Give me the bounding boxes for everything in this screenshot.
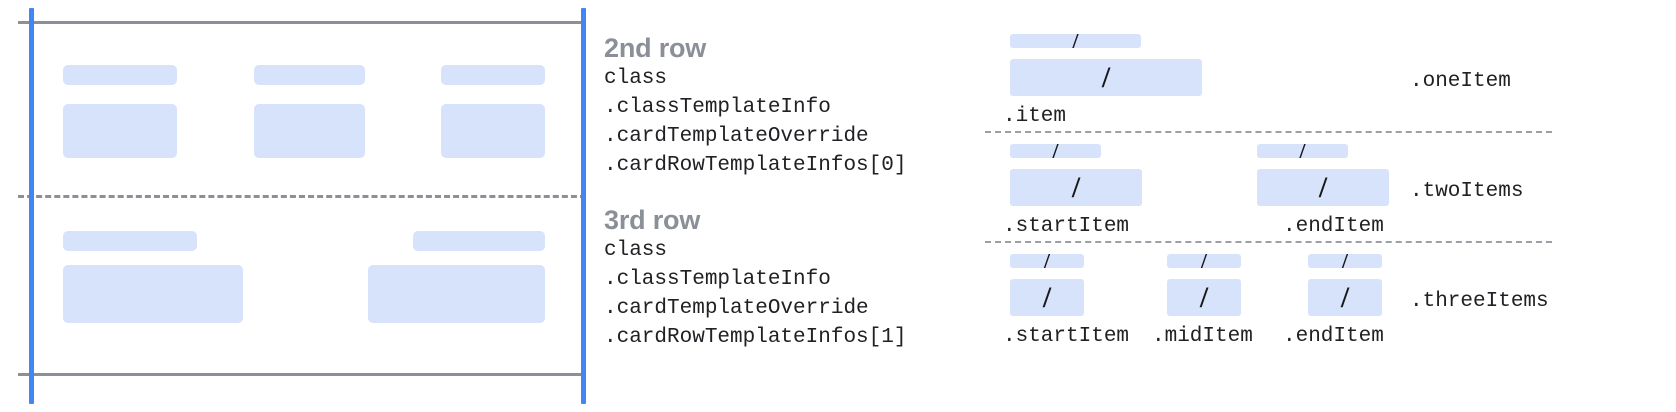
slash-glyph: / [1341,254,1349,268]
layout-name-label: .oneItem [1410,70,1511,93]
row1-item1-body-block [368,265,545,323]
end-item-body-chip: / [1257,169,1389,206]
item-name-label: .item [1003,105,1067,128]
slash-glyph: / [1318,170,1328,204]
slash-glyph: / [1199,280,1209,314]
item-name-label: .startItem [1003,215,1130,238]
right-vertical-guide [581,8,586,404]
annotation-code-line: .cardTemplateOverride [604,125,869,148]
annotation-code-line: class [604,67,668,90]
start-item-body-chip: / [1010,279,1084,316]
annotation-group-3rd-row: 3rd row class .classTemplateInfo .cardTe… [604,204,906,352]
row0-item2-label-bar [441,65,545,85]
row0-item1-body-block [254,104,365,158]
slash-glyph: / [1101,60,1111,94]
left-vertical-guide [29,8,34,404]
slash-glyph: / [1072,34,1079,48]
mid-item-label-chip: / [1167,254,1241,268]
item-name-label: .endItem [1283,325,1384,348]
item-name-label: .endItem [1283,215,1384,238]
slash-glyph: / [1052,144,1059,158]
row-divider-dashed-line [18,195,586,198]
end-item-label-chip: / [1308,254,1382,268]
annotation-code-line: .cardTemplateOverride [604,297,869,320]
layout-divider-dashed-line [985,131,1552,133]
card-template-preview [0,0,600,412]
mid-item-body-chip: / [1167,279,1241,316]
layout-name-label: .threeItems [1410,290,1549,313]
start-item-label-chip: / [1010,254,1084,268]
layout-name-label: .twoItems [1410,180,1524,203]
annotation-code-line: .classTemplateInfo [604,96,831,119]
slash-glyph: / [1071,170,1081,204]
card-top-boundary-line [18,21,586,24]
annotation-code-line: .cardRowTemplateInfos[0] [604,154,907,177]
one-item-label-chip: / [1010,34,1141,48]
annotation-code-line: .classTemplateInfo [604,268,831,291]
annotation-code-line: .cardRowTemplateInfos[1] [604,326,907,349]
end-item-body-chip: / [1308,279,1382,316]
end-item-label-chip: / [1257,144,1348,158]
row0-item0-body-block [63,104,177,158]
slash-glyph: / [1043,254,1051,268]
row0-item2-body-block [441,104,545,158]
slash-glyph: / [1299,144,1306,158]
annotation-code-line: class [604,239,668,262]
layout-divider-dashed-line [985,241,1552,243]
annotation-title: 2nd row [604,33,707,63]
row0-item0-label-bar [63,65,177,85]
annotation-group-2nd-row: 2nd row class .classTemplateInfo .cardTe… [604,32,906,180]
row1-item1-label-bar [413,231,545,251]
annotation-title: 3rd row [604,205,701,235]
slash-glyph: / [1200,254,1208,268]
item-name-label: .midItem [1152,325,1253,348]
row0-item1-label-bar [254,65,365,85]
start-item-body-chip: / [1010,169,1142,206]
slash-glyph: / [1042,280,1052,314]
row1-item0-label-bar [63,231,197,251]
card-bottom-boundary-line [18,373,586,376]
slash-glyph: / [1340,280,1350,314]
start-item-label-chip: / [1010,144,1101,158]
one-item-body-chip: / [1010,59,1202,96]
item-name-label: .startItem [1003,325,1130,348]
row1-item0-body-block [63,265,243,323]
item-layout-legend: / / .item .oneItem / / .startItem / / [985,0,1676,412]
